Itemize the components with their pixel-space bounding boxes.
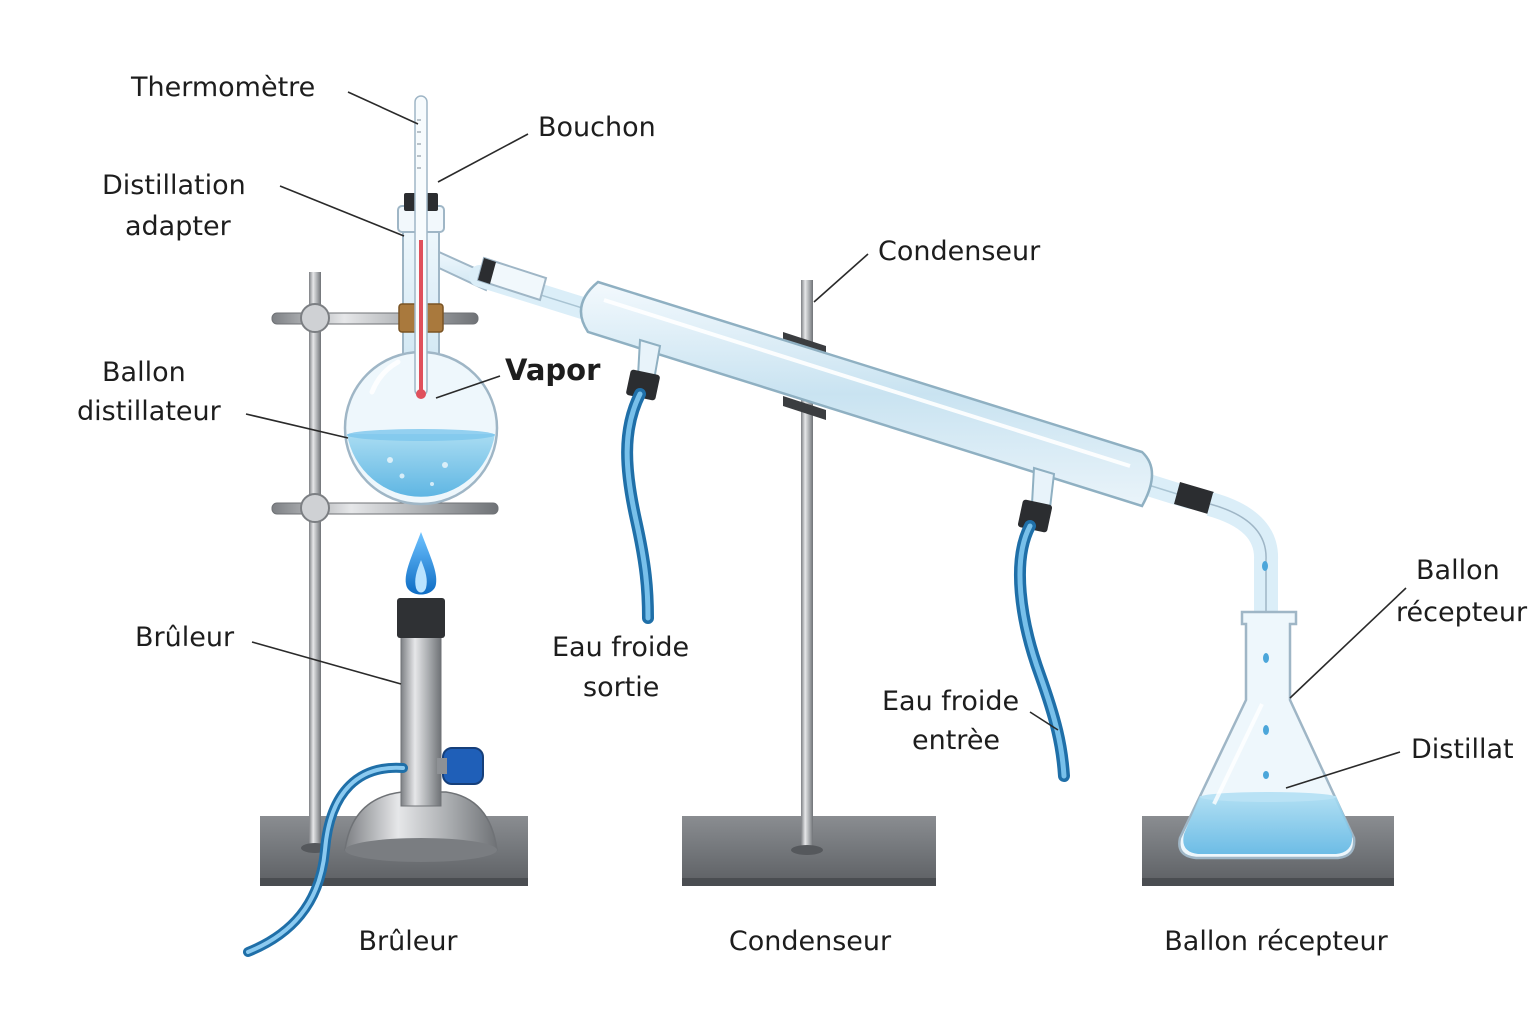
delivery-tube xyxy=(1206,492,1278,612)
gas-valve-knob xyxy=(442,747,484,785)
label-eau-froide-entree-line2: entrèe xyxy=(912,725,1000,756)
labels: Thermomètre Bouchon Distillation adapter… xyxy=(77,72,1528,765)
cooling-hoses xyxy=(621,388,1070,782)
label-thermometre: Thermomètre xyxy=(130,72,315,103)
thermometer xyxy=(414,95,428,399)
label-ballon-distillateur-line1: Ballon xyxy=(102,357,186,388)
label-eau-froide-entree-line1: Eau froide xyxy=(882,686,1019,717)
leader-lines xyxy=(245,91,1407,789)
condenser-stand xyxy=(682,280,936,886)
label-distillat: Distillat xyxy=(1411,734,1514,765)
condenser-inlet-joint xyxy=(476,256,548,302)
receiver-setup xyxy=(1142,610,1394,886)
label-eau-froide-sortie-line2: sortie xyxy=(583,672,659,703)
label-bruleur: Brûleur xyxy=(135,622,235,653)
caption-bruleur: Brûleur xyxy=(358,926,458,957)
label-ballon-recepteur-line1: Ballon xyxy=(1416,555,1500,586)
label-distillation-adapter-line2: adapter xyxy=(125,211,232,242)
condenser-jacket xyxy=(579,280,1154,508)
captions: Brûleur Condenseur Ballon récepteur xyxy=(358,926,1388,957)
burner-barrel xyxy=(400,635,442,807)
label-bouchon: Bouchon xyxy=(538,112,656,143)
burner-top-collar xyxy=(397,598,445,638)
burner-base xyxy=(344,791,498,851)
condenser-outlet-joint xyxy=(1174,482,1214,514)
flask-liquid xyxy=(347,434,495,497)
condenser xyxy=(469,256,1278,612)
label-vapor: Vapor xyxy=(505,353,601,387)
left-stand-rod xyxy=(309,272,321,852)
caption-ballon-recepteur: Ballon récepteur xyxy=(1164,926,1388,957)
distillate-liquid xyxy=(1183,796,1353,854)
bunsen-burner xyxy=(243,532,498,957)
condenser-stand-rod xyxy=(801,280,813,850)
label-eau-froide-sortie-line1: Eau froide xyxy=(552,632,689,663)
label-condenseur: Condenseur xyxy=(878,236,1041,267)
label-ballon-recepteur-line2: récepteur xyxy=(1396,597,1528,628)
caption-condenseur: Condenseur xyxy=(729,926,892,957)
label-ballon-distillateur-line2: distillateur xyxy=(77,396,222,427)
label-distillation-adapter-line1: Distillation xyxy=(102,170,246,201)
